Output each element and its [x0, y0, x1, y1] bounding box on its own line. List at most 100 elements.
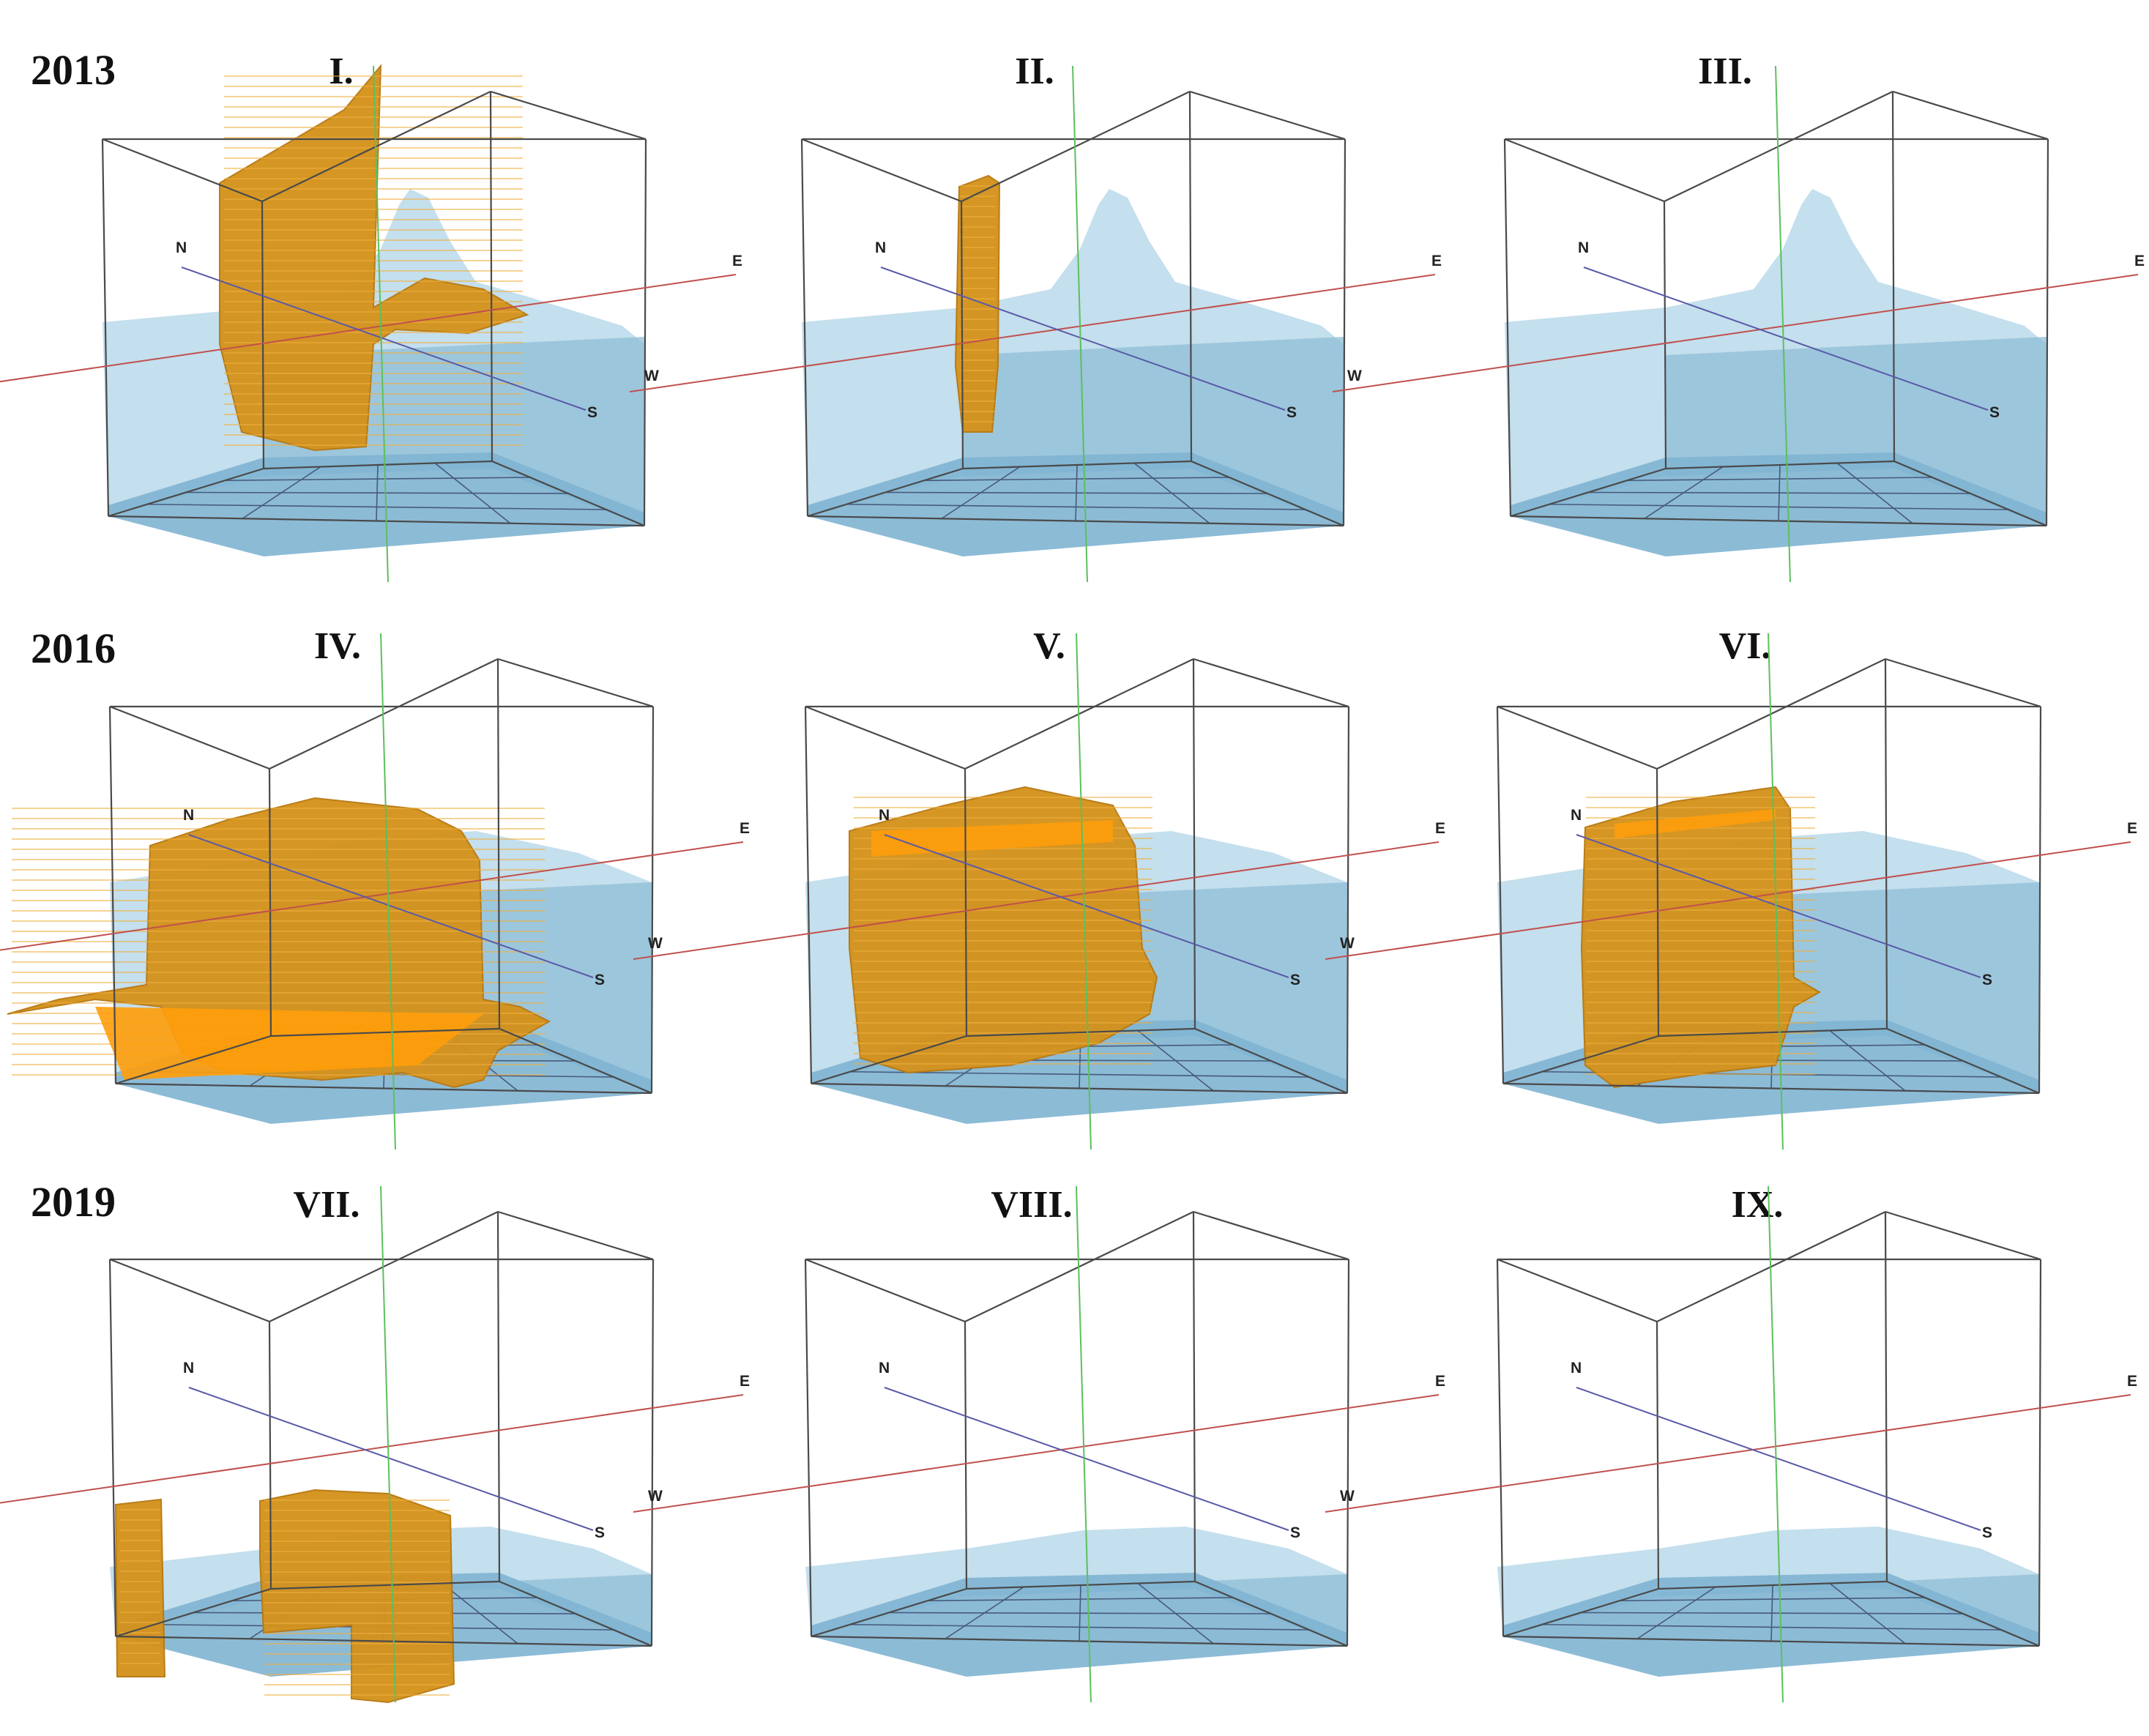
panel-9-label-north: N — [1571, 1360, 1582, 1376]
panel-1-cube-edge — [489, 91, 494, 462]
panel-1-label-north: N — [176, 239, 187, 256]
panel-6-label-south: S — [1982, 972, 1992, 988]
panel-2-west-east-axis — [629, 274, 1436, 392]
panel-7-cube-edge — [270, 1580, 500, 1590]
panel-9-grid-line — [1770, 1584, 1773, 1642]
panel-3-cube-edge — [1503, 138, 1512, 517]
panel-1-cube-edge — [261, 201, 265, 469]
panel-8-cube-edge — [1194, 1580, 1348, 1647]
panel-8-grid-line — [927, 1597, 1234, 1602]
panel-label-iv: IV. — [313, 625, 362, 667]
panel-8-cube-edge — [1193, 1210, 1349, 1261]
panel-2-cube-edge — [962, 460, 1192, 470]
panel-label-vi: VI. — [1718, 625, 1771, 667]
panel-6-cube-edge — [1655, 768, 1660, 1037]
panel-4-plume — [7, 797, 551, 1089]
panel-7-cube-edge — [115, 1587, 272, 1638]
panel-1-label-south: S — [587, 404, 597, 421]
panel-8-north-south-axis — [884, 1387, 1289, 1531]
panel-6-vertical-axis — [1768, 633, 1784, 1150]
panel-2: W E N S — [629, 65, 1442, 583]
panel-7-label-east: E — [740, 1373, 750, 1390]
panel-7-cube-edge — [108, 1259, 117, 1637]
panel-1-cube-edge — [491, 460, 645, 527]
panel-6-plume-highlight — [1614, 809, 1776, 838]
panel-2-cube-edge — [960, 201, 964, 469]
panel-1-west-east-axis — [0, 274, 737, 383]
panel-2-plume — [954, 174, 1001, 433]
panel-5-label-south: S — [1290, 972, 1300, 988]
panel-6-cube-edge — [1884, 658, 1888, 1029]
panel-8-grid-line — [1137, 1582, 1214, 1644]
panel-2-grid-line — [923, 477, 1230, 482]
panel-2-vertical-axis — [1072, 65, 1088, 583]
panel-6-label-east: E — [2127, 820, 2137, 837]
panel-8-label-west: W — [648, 1488, 663, 1505]
panel-4-cube-edge — [115, 1082, 652, 1095]
panel-4-cube-edge — [497, 657, 654, 708]
panel-5-cube-edge — [1346, 706, 1350, 1094]
panel-3-cube-edge — [1663, 201, 1667, 469]
panel-8-west-east-axis — [633, 1394, 1440, 1513]
panel-4-plume-highlight — [95, 1007, 483, 1080]
panel-9-label-south: S — [1982, 1524, 1992, 1541]
panel-7-north-south-axis — [188, 1387, 594, 1531]
panel-9-cube-edge — [1655, 1321, 1660, 1590]
panel-4-cube-edge — [270, 1027, 500, 1037]
panel-4-cube-edge — [108, 706, 117, 1084]
panel-7-cube-edge — [499, 1580, 652, 1647]
panel-6-north-south-axis — [1576, 834, 1981, 978]
panel-7-cube-edge — [109, 1258, 270, 1323]
panel-8-label-east: E — [1435, 1373, 1445, 1390]
panel-1-grid-line — [434, 462, 511, 524]
panel-7-west-east-axis — [0, 1394, 744, 1504]
panel-9-grid-line — [1619, 1597, 1926, 1602]
panel-8-cube-edge — [964, 1321, 968, 1590]
year-label-2019: 2019 — [31, 1178, 116, 1226]
panel-9-cube-edge — [1885, 1210, 2041, 1261]
panel-1-grid-line — [376, 464, 379, 521]
panel-2-label-east: E — [1431, 253, 1442, 269]
panel-7-vertical-axis — [380, 1185, 396, 1703]
panel-9-cube-edge — [1497, 1258, 1658, 1323]
panel-1-cube-edge — [108, 515, 645, 527]
panel-3-cube-edge — [1510, 467, 1666, 518]
panel-2-label-west: W — [644, 368, 659, 384]
panel-1-cube-edge — [101, 138, 110, 517]
panel-2-north-south-axis — [880, 267, 1286, 411]
panel-3-grid-line — [1778, 464, 1781, 521]
panel-5-plume — [849, 786, 1158, 1074]
panel-2-plume-block — [954, 174, 1001, 433]
panel-2-cube-edge — [801, 138, 962, 203]
panel-6-cube-edge — [1886, 1027, 2040, 1095]
panel-2-label-north: N — [875, 239, 886, 256]
panel-3-cube-edge — [1893, 460, 2047, 527]
panel-2-label-south: S — [1286, 404, 1297, 421]
panel-1-cube-edge — [263, 460, 493, 470]
panel-4-vertical-axis — [380, 633, 396, 1150]
panel-9-cube-edge — [1884, 1211, 1888, 1582]
panel-3-cube-edge — [1510, 515, 2047, 527]
panel-6-label-north: N — [1571, 807, 1582, 824]
panel-9-west-east-axis — [1325, 1394, 2131, 1513]
panel-6-cube-edge — [1502, 1035, 1659, 1085]
panel-4-cube-edge — [496, 658, 501, 1029]
panel-9-cube-edge — [1496, 1259, 1505, 1637]
panel-5-cube-edge — [805, 705, 966, 770]
panel-8-label-north: N — [879, 1360, 890, 1376]
panel-8-cube-edge — [804, 1259, 813, 1637]
panel-1-cube-edge — [490, 90, 647, 141]
panel-5-label-north: N — [879, 807, 890, 824]
panel-8-cube-edge — [1192, 1211, 1196, 1582]
panel-4-label-east: E — [740, 820, 750, 837]
panel-6-cube-edge — [2038, 706, 2042, 1094]
panel-4-cube-edge — [115, 1035, 272, 1085]
panel-1-cube-edge — [643, 138, 647, 526]
panel-3-cube-edge — [1665, 460, 1895, 470]
panel-5-cube-edge — [804, 706, 813, 1084]
